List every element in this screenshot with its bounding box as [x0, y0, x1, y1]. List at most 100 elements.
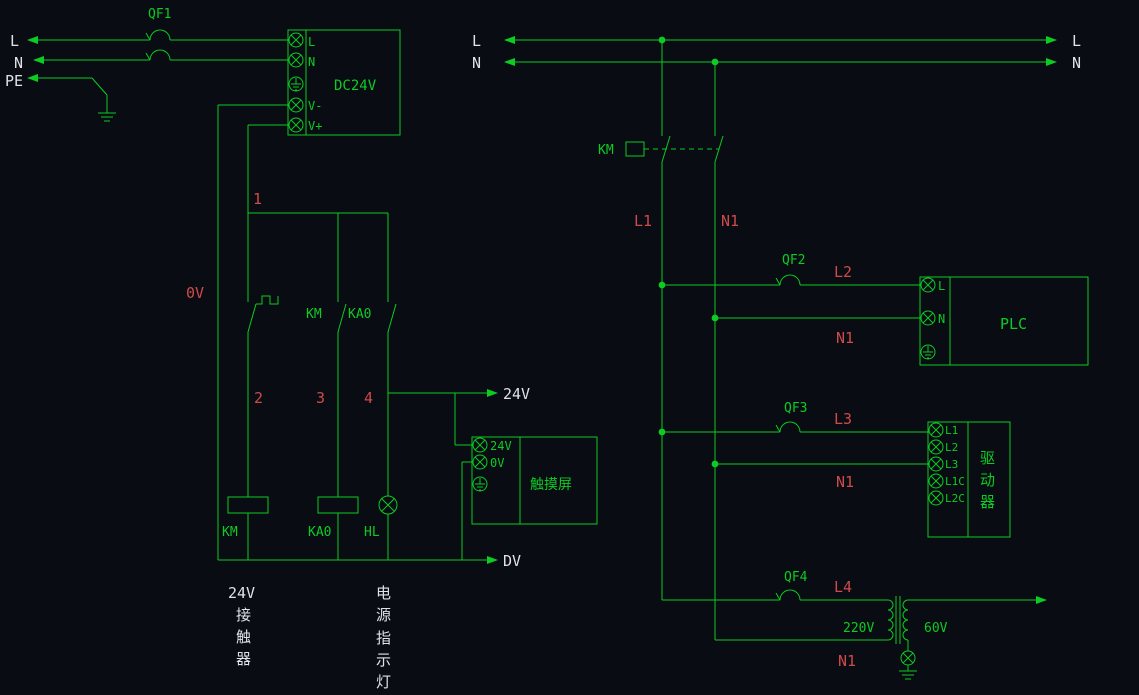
ts-term-24v-label: 24V: [490, 439, 512, 453]
hl-lamp-label: HL: [364, 525, 380, 540]
caption-indicator-line5: 灯: [376, 673, 391, 691]
plc-terminal-ground-icon: [920, 344, 936, 360]
caption-indicator-line1: 电: [376, 584, 391, 602]
qf3-breaker-symbol: [779, 421, 801, 433]
wire-1-label: 1: [253, 190, 262, 208]
pe-ground-symbol: [36, 77, 116, 122]
caption-contactor-line4: 器: [236, 650, 251, 668]
km-coil-symbol: [227, 496, 269, 514]
driver-title-char3: 器: [980, 493, 995, 511]
driver-branch: QF3 L3 N1 L1 L2 L3 L1C L2C 驱 动 器: [662, 401, 1011, 538]
wire-4-label: 4: [364, 389, 373, 407]
driver-term-l2c-label: L2C: [945, 492, 965, 505]
transformer-secondary-winding: [902, 599, 909, 641]
l3-label: L3: [834, 410, 852, 428]
driver-title-char1: 驱: [980, 449, 995, 467]
out-24v-label: 24V: [503, 385, 530, 403]
mains-l-right-label: L: [1072, 32, 1081, 50]
branch-ka0-coil: KM 3 KA0: [306, 213, 359, 560]
ka0-contact-label: KA0: [348, 307, 371, 322]
plc-term-l-label: L: [938, 279, 945, 293]
km-blade-n: [714, 135, 724, 163]
switch-actuator-icon: [256, 295, 279, 305]
out-0v-arrow-icon: [487, 556, 498, 564]
km-contact-label: KM: [306, 307, 322, 322]
captions: 24V 接 触 器 电 源 指 示 灯: [228, 584, 391, 691]
ka0-no-contact-blade: [387, 303, 397, 333]
driver-term-l1-label: L1: [945, 424, 958, 437]
caption-contactor-line3: 触: [236, 628, 251, 646]
out-24v-arrow-icon: [487, 389, 498, 397]
wire-2-label: 2: [254, 389, 263, 407]
ts-terminal-ground-icon: [472, 476, 488, 492]
branch-hl-lamp: KA0 4 HL: [348, 213, 398, 560]
l1-label: L1: [634, 212, 652, 230]
psu-title: DC24V: [334, 78, 377, 94]
pe-arrow-left-icon: [27, 74, 38, 82]
left-ac-input: L N PE QF1: [5, 7, 289, 122]
psu-terminal-vplus-icon: [288, 117, 304, 133]
plc-title: PLC: [1000, 315, 1027, 333]
primary-voltage-label: 220V: [843, 621, 874, 636]
plc-branch: QF2 L2 N1 L N PLC: [662, 253, 1089, 366]
qf2-label: QF2: [782, 253, 805, 268]
n1-label: N1: [721, 212, 739, 230]
touchscreen-outline: [471, 436, 598, 525]
control-circuit: 0V 1 2 KM KM 3 KA0: [186, 104, 530, 570]
plc-term-n-label: N: [938, 312, 945, 326]
caption-indicator-line4: 示: [376, 651, 391, 669]
l2-label: L2: [834, 263, 852, 281]
psu-outline: [287, 29, 401, 136]
secondary-output-arrow-icon: [1036, 596, 1047, 604]
km-main-contact: KM: [598, 40, 724, 163]
plc-outline: [919, 276, 1089, 366]
mains-n-left-label: N: [472, 54, 481, 72]
driver-terminal-l2c-icon: [928, 490, 944, 506]
mains-distribution: L N L N KM L1 N1: [472, 32, 1081, 640]
transformer-branch: QF4 L4 220V 60V N1: [662, 570, 1047, 680]
driver-outline: [927, 421, 1011, 538]
qf4-breaker-symbol: [779, 589, 801, 601]
pe-label: PE: [5, 72, 23, 90]
qf2-breaker-symbol: [779, 274, 801, 286]
km-coil-label: KM: [222, 525, 238, 540]
driver-term-l2-label: L2: [945, 441, 958, 454]
touchscreen-title: 触摸屏: [530, 477, 572, 493]
transformer-primary-winding: [887, 599, 894, 641]
switch-contact-blade: [247, 303, 257, 333]
mains-n-right-label: N: [1072, 54, 1081, 72]
driver-terminal-l2-icon: [928, 439, 944, 455]
qf1-breaker-symbol: [36, 29, 289, 61]
driver-terminal-l1-icon: [928, 422, 944, 438]
n-arrow-left-icon: [33, 56, 44, 64]
plc-n1-label: N1: [836, 329, 854, 347]
qf3-label: QF3: [784, 401, 807, 416]
transformer-n1-label: N1: [838, 652, 856, 670]
wire-0v-label: 0V: [186, 284, 204, 302]
mains-l-arrow-right-icon: [1046, 36, 1057, 44]
ts-terminal-24v-icon: [472, 437, 488, 453]
driver-n1-label: N1: [836, 473, 854, 491]
ts-term-0v-label: 0V: [490, 456, 504, 470]
psu-term-vminus-label: V-: [308, 99, 322, 113]
km-blade-l: [661, 135, 671, 163]
km-main-label: KM: [598, 143, 614, 158]
phase-l-label: L: [10, 32, 19, 50]
caption-indicator-line2: 源: [376, 606, 391, 624]
psu-term-vplus-label: V+: [308, 119, 322, 133]
neutral-n-label: N: [14, 54, 23, 72]
mains-l-left-label: L: [472, 32, 481, 50]
mains-n-arrow-left-icon: [504, 58, 515, 66]
secondary-voltage-label: 60V: [924, 621, 948, 636]
mains-l-arrow-left-icon: [504, 36, 515, 44]
out-0v-label: DV: [503, 552, 521, 570]
psu-term-n-label: N: [308, 55, 315, 69]
dc24v-power-supply: L N V- V+ DC24V: [287, 29, 401, 136]
l-arrow-left-icon: [27, 36, 38, 44]
qf4-label: QF4: [784, 570, 808, 585]
driver-term-l1c-label: L1C: [945, 475, 965, 488]
ka0-coil-symbol: [317, 496, 359, 514]
secondary-ground-symbol: [899, 640, 917, 680]
psu-terminal-vminus-icon: [288, 97, 304, 113]
